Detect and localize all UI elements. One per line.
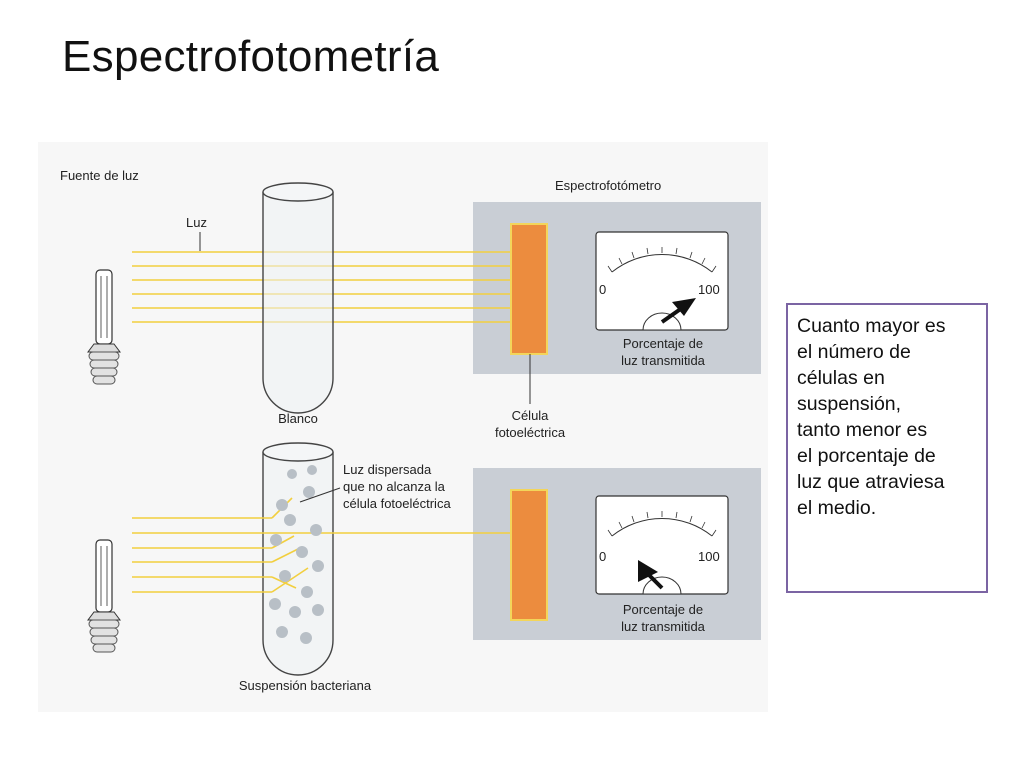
meter-bottom-scale [611, 518, 713, 537]
note-line: tanto menor es [797, 419, 928, 441]
scattered-label-1: Luz dispersada [343, 462, 432, 477]
light-bulb-bottom [87, 539, 121, 653]
meter-top-caption-2: luz transmitida [621, 353, 706, 368]
meter-top-scale [611, 254, 713, 273]
light-source-label: Fuente de luz [60, 168, 139, 183]
meter-top-min-label: 0 [599, 282, 606, 297]
slide-title: Espectrofotometría [62, 32, 440, 81]
blank-label: Blanco [278, 411, 318, 426]
meter-top-max-label: 100 [698, 282, 720, 297]
meter-bottom-needle [638, 560, 664, 590]
light-bulb-top [87, 269, 121, 385]
light-label: Luz [186, 215, 207, 230]
scattered-label-3: célula fotoeléctrica [343, 496, 451, 511]
blank-test-tube-rim [262, 182, 334, 202]
note-line: el medio. [797, 497, 877, 519]
meter-top-needle [660, 298, 696, 324]
note-line: el porcentaje de [797, 445, 936, 467]
meter-bottom-min-label: 0 [599, 549, 606, 564]
photocell-bottom [510, 489, 548, 621]
note-line: el número de [797, 341, 911, 363]
meter-top-ticks [607, 247, 717, 273]
note-line: suspensión, [797, 393, 902, 415]
note-line: Cuanto mayor es [797, 315, 946, 337]
meter-bottom-max-label: 100 [698, 549, 720, 564]
light-beams-bottom [132, 517, 525, 593]
scattered-label-leader [299, 487, 341, 503]
meter-bottom-caption-1: Porcentaje de [623, 602, 703, 617]
meter-bottom-ticks [607, 511, 717, 537]
suspension-label: Suspensión bacteriana [239, 678, 372, 693]
photocell-top [510, 223, 548, 355]
bacterial-cells [269, 465, 324, 644]
spectrophotometer-label: Espectrofotómetro [555, 178, 661, 193]
photocell-label-1: Célula [512, 408, 550, 423]
note-line: luz que atraviesa [797, 471, 945, 493]
scattered-label-2: que no alcanza la [343, 479, 446, 494]
note-line: células en [797, 367, 885, 389]
meter-bottom-caption-2: luz transmitida [621, 619, 706, 634]
explanation-note: Cuanto mayor es el número de células en … [786, 303, 988, 593]
photocell-label-2: fotoeléctrica [495, 425, 566, 440]
blank-test-tube [262, 192, 334, 414]
meter-top-caption-1: Porcentaje de [623, 336, 703, 351]
bacterial-suspension-tube-rim [262, 442, 334, 462]
